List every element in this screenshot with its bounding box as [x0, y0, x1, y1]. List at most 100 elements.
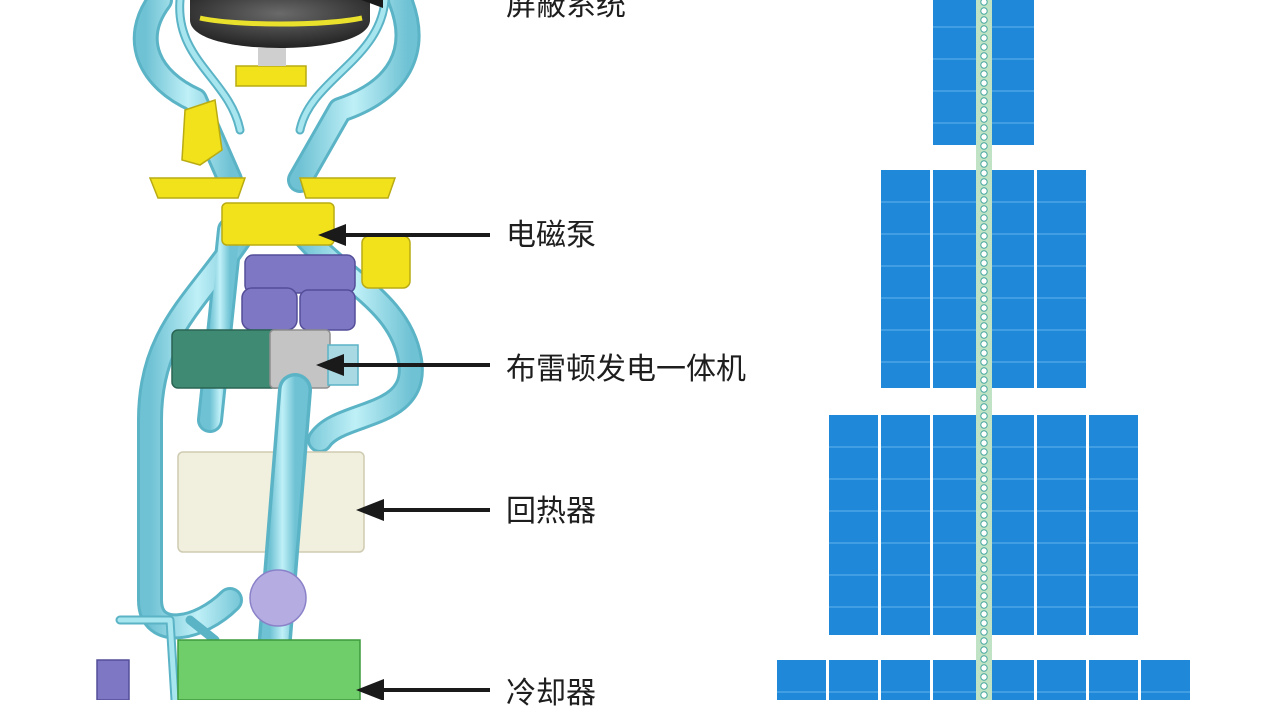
heat-pipe-bead	[980, 583, 988, 591]
heat-pipe-bead	[980, 178, 988, 186]
heat-pipe-bead	[980, 646, 988, 654]
heat-pipe-bead	[980, 313, 988, 321]
radiator-spine	[976, 0, 992, 708]
heat-pipe-bead	[980, 151, 988, 159]
heat-pipe-bead	[980, 412, 988, 420]
radiator-panel	[985, 660, 1034, 705]
heat-pipe-bead	[980, 133, 988, 141]
heat-pipe-bead	[980, 160, 988, 168]
heat-pipe-bead	[980, 16, 988, 24]
heat-pipe-bead	[980, 169, 988, 177]
radiator-panel	[933, 415, 982, 635]
heat-pipe-bead	[980, 43, 988, 51]
heat-pipe-bead	[980, 241, 988, 249]
electromagnetic-pump	[221, 202, 411, 289]
heat-pipe-bead	[980, 142, 988, 150]
heat-pipe-bead	[980, 88, 988, 96]
heat-pipe-bead	[980, 304, 988, 312]
heat-pipe-bead	[980, 403, 988, 411]
heat-pipe-bead	[980, 358, 988, 366]
label-brayton-generator: 布雷顿发电一体机	[506, 352, 746, 387]
radiator-panel	[933, 0, 982, 145]
heat-pipe-bead	[980, 187, 988, 195]
radiator-panel	[1037, 170, 1086, 388]
heat-pipe-bead	[980, 70, 988, 78]
heat-pipe-bead	[980, 538, 988, 546]
label-recuperator: 回热器	[506, 494, 596, 529]
heat-pipe-bead	[980, 466, 988, 474]
yellow-valve	[181, 99, 223, 166]
heat-pipe-bead	[980, 439, 988, 447]
heat-pipe-bead	[980, 277, 988, 285]
heat-pipe-bead	[980, 349, 988, 357]
radiator-panel	[933, 170, 982, 388]
heat-pipe-bead	[980, 547, 988, 555]
heat-pipe-bead	[980, 421, 988, 429]
heat-pipe-bead	[980, 322, 988, 330]
heat-pipe-bead	[980, 124, 988, 132]
radiator-panel	[881, 170, 930, 388]
heat-pipe-bead	[980, 664, 988, 672]
label-cooler: 冷却器	[506, 676, 596, 711]
heat-pipe-bead	[980, 97, 988, 105]
heat-pipe-bead	[980, 232, 988, 240]
heat-pipe-bead	[980, 457, 988, 465]
heat-pipe-bead	[980, 385, 988, 393]
heat-pipe-bead	[980, 7, 988, 15]
radiator-panel	[829, 415, 878, 635]
radiator-panel	[1037, 415, 1086, 635]
heat-pipe-bead	[980, 484, 988, 492]
coolant-pipes	[115, 0, 424, 705]
heat-pipe-bead	[980, 628, 988, 636]
heat-pipe-bead	[980, 475, 988, 483]
heat-pipe-bead	[980, 673, 988, 681]
heat-pipe-bead	[980, 250, 988, 258]
radiator-panel	[985, 0, 1034, 145]
heat-pipe-bead	[980, 268, 988, 276]
heat-pipe-bead	[980, 655, 988, 663]
radiator-panel	[985, 415, 1034, 635]
heat-pipe-bead	[980, 115, 988, 123]
heat-pipe-bead	[980, 79, 988, 87]
heat-pipe-bead	[980, 376, 988, 384]
heat-pipe-bead	[980, 448, 988, 456]
radiator-panel	[985, 170, 1034, 388]
heat-pipe-bead	[980, 331, 988, 339]
heat-pipe-bead	[980, 601, 988, 609]
radiator-panel	[1141, 660, 1190, 705]
heat-pipe-bead	[980, 556, 988, 564]
heat-pipe-bead	[980, 493, 988, 501]
radiator-panel	[881, 415, 930, 635]
heat-pipe-bead	[980, 295, 988, 303]
heat-pipe-bead	[980, 520, 988, 528]
brayton-generator	[171, 329, 359, 389]
heat-pipe-bead	[980, 0, 988, 6]
heat-pipe-bead	[980, 637, 988, 645]
heat-pipe-bead	[980, 205, 988, 213]
heat-pipe-bead	[980, 610, 988, 618]
heat-pipe-bead	[980, 286, 988, 294]
reactor-assembly	[96, 0, 424, 712]
callout-arrows	[316, 0, 490, 701]
heat-pipe-bead	[980, 691, 988, 699]
heat-pipe-bead	[980, 592, 988, 600]
heat-pipe-bead	[980, 394, 988, 402]
heat-pipe-bead	[980, 682, 988, 690]
radiator-panel	[777, 660, 826, 705]
heat-pipe-bead	[980, 529, 988, 537]
radiator-panels	[777, 0, 1190, 705]
heat-pipe-bead	[980, 502, 988, 510]
heat-pipe-bead	[980, 565, 988, 573]
radiator-panel	[829, 660, 878, 705]
heat-pipe-bead	[980, 25, 988, 33]
heat-pipe-bead	[980, 196, 988, 204]
radiator-panel	[1089, 660, 1138, 705]
cooler	[96, 639, 361, 701]
heat-pipe-bead	[980, 61, 988, 69]
heat-pipe-bead	[980, 214, 988, 222]
radiator-panel	[933, 660, 982, 705]
label-electromagnetic-pump: 电磁泵	[506, 218, 596, 253]
compressor-housing	[241, 254, 356, 331]
